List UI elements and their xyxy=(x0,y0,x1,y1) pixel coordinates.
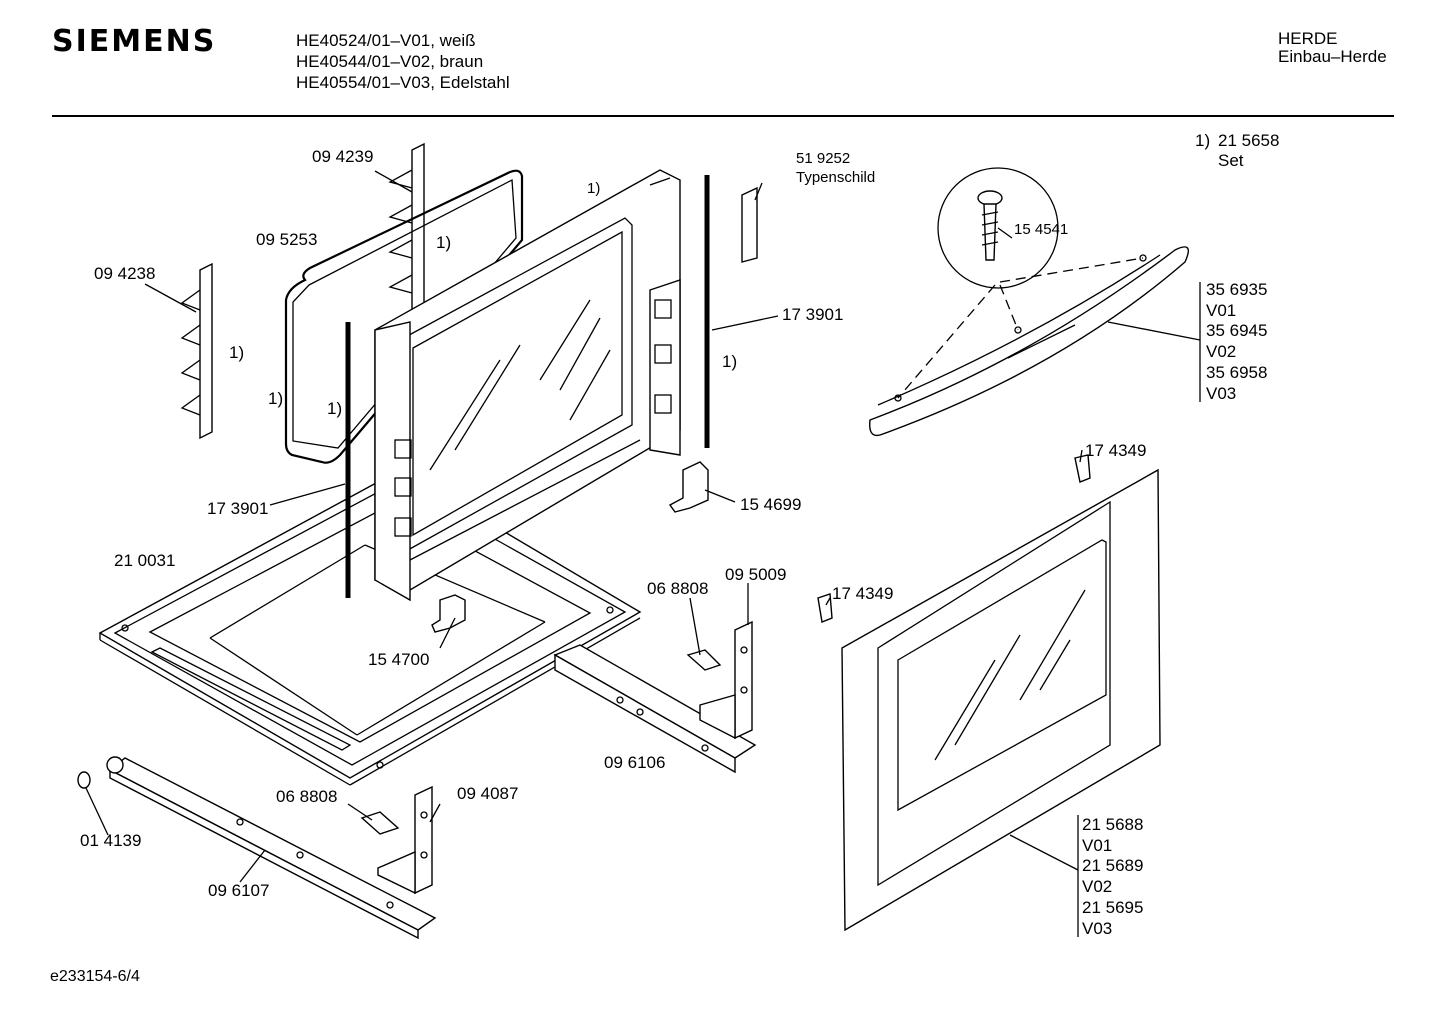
label-068808-bottom: 06 8808 xyxy=(276,787,337,806)
label-typenschild: Typenschild xyxy=(796,169,875,186)
label-095253: 09 5253 xyxy=(256,230,317,249)
door-handle xyxy=(869,246,1189,437)
set-marker: 1) xyxy=(327,399,342,418)
set-note-label: Set xyxy=(1218,151,1244,170)
model-line: HE40554/01–V03, Edelstahl xyxy=(296,73,510,92)
handle-variant: V01 xyxy=(1206,301,1236,320)
label-096107: 09 6107 xyxy=(208,881,269,900)
leader-lines xyxy=(85,170,1201,937)
label-173901-right: 17 3901 xyxy=(782,305,843,324)
handle-variant: 35 6935 xyxy=(1206,280,1267,299)
clip-174349-top xyxy=(1074,454,1091,483)
label-154700: 15 4700 xyxy=(368,650,429,669)
screw-detail xyxy=(897,167,1144,399)
model-line: HE40544/01–V02, braun xyxy=(296,52,484,71)
category-subtitle: Einbau–Herde xyxy=(1278,47,1387,66)
label-173901-left: 17 3901 xyxy=(207,499,268,518)
small-oval-part xyxy=(77,771,91,789)
set-marker: 1) xyxy=(268,389,283,408)
door-variant: 21 5688 xyxy=(1082,815,1143,834)
outer-door-panel xyxy=(841,468,1161,932)
clip-068808-top xyxy=(686,649,722,671)
door-variant: V02 xyxy=(1082,877,1112,896)
handle-variant: 35 6958 xyxy=(1206,363,1267,382)
brand-logo: SIEMENS xyxy=(52,24,217,59)
clip-068808-bottom xyxy=(360,811,400,835)
bottom-rail-front xyxy=(106,756,437,940)
set-note-marker: 1) xyxy=(1195,131,1210,150)
hinge-094087 xyxy=(377,785,433,895)
category-title: HERDE xyxy=(1278,29,1338,48)
label-154541: 15 4541 xyxy=(1014,221,1068,238)
label-154699: 15 4699 xyxy=(740,495,801,514)
label-094087: 09 4087 xyxy=(457,784,518,803)
handle-variant: V02 xyxy=(1206,342,1236,361)
door-variant: 21 5689 xyxy=(1082,856,1143,875)
label-096106: 09 6106 xyxy=(604,753,665,772)
label-068808-top: 06 8808 xyxy=(647,579,708,598)
bracket-154699 xyxy=(668,461,709,513)
oven-bottom-frame xyxy=(98,469,642,786)
document-id: e233154-6/4 xyxy=(50,968,140,985)
model-line: HE40524/01–V01, weiß xyxy=(296,31,476,50)
label-095009: 09 5009 xyxy=(725,565,786,584)
set-marker: 1) xyxy=(436,233,451,252)
label-519252: 51 9252 xyxy=(796,150,850,167)
label-094239: 09 4239 xyxy=(312,147,373,166)
door-variant: 21 5695 xyxy=(1082,898,1143,917)
door-gasket-inner xyxy=(292,178,517,449)
label-014139: 01 4139 xyxy=(80,831,141,850)
top-side-rack xyxy=(388,142,425,313)
header-divider xyxy=(52,115,1394,117)
label-094238: 09 4238 xyxy=(94,264,155,283)
door-variant: V01 xyxy=(1082,836,1112,855)
category: HERDE Einbau–Herde xyxy=(1278,30,1387,66)
set-marker: 1) xyxy=(587,180,600,197)
door-gasket xyxy=(284,169,524,464)
oven-muffle-frame xyxy=(374,169,681,602)
type-plate xyxy=(741,186,758,263)
label-174349-mid: 17 4349 xyxy=(832,584,893,603)
label-210031: 21 0031 xyxy=(114,551,175,570)
model-list: HE40524/01–V01, weiß HE40544/01–V02, bra… xyxy=(296,30,510,93)
set-note-number: 21 5658 xyxy=(1218,131,1279,150)
hinge-095009 xyxy=(699,620,753,740)
left-side-rack xyxy=(180,262,213,440)
set-marker: 1) xyxy=(722,352,737,371)
set-marker: 1) xyxy=(229,343,244,362)
bottom-rail-right xyxy=(553,644,757,774)
label-174349-top: 17 4349 xyxy=(1085,441,1146,460)
door-variant: V03 xyxy=(1082,919,1112,938)
handle-variant: V03 xyxy=(1206,384,1236,403)
handle-variant: 35 6945 xyxy=(1206,321,1267,340)
